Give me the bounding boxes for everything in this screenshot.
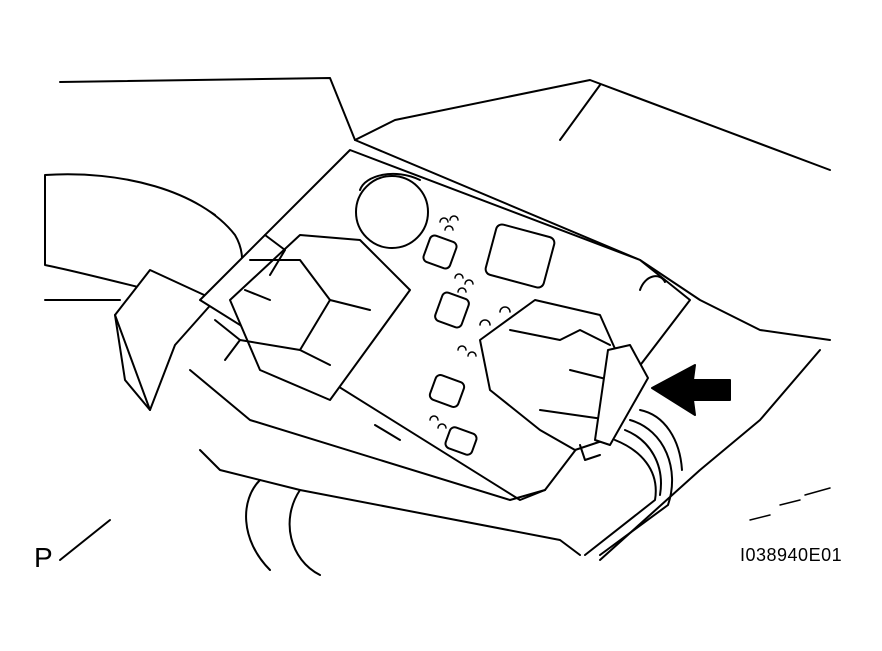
chip-1 [422, 234, 458, 270]
capacitor [355, 175, 429, 249]
figure-code: I038940E01 [740, 545, 843, 565]
connector-latch [594, 344, 649, 446]
arrow-left-icon [651, 364, 731, 416]
right-connector [479, 299, 649, 461]
ic-chip [484, 223, 556, 289]
chip-3 [428, 374, 466, 408]
finger [44, 173, 244, 411]
chip-4 [444, 426, 478, 456]
left-connector [214, 234, 411, 401]
wire-harness [584, 409, 683, 556]
chip-2 [434, 291, 470, 329]
view-letter: P [34, 542, 53, 573]
